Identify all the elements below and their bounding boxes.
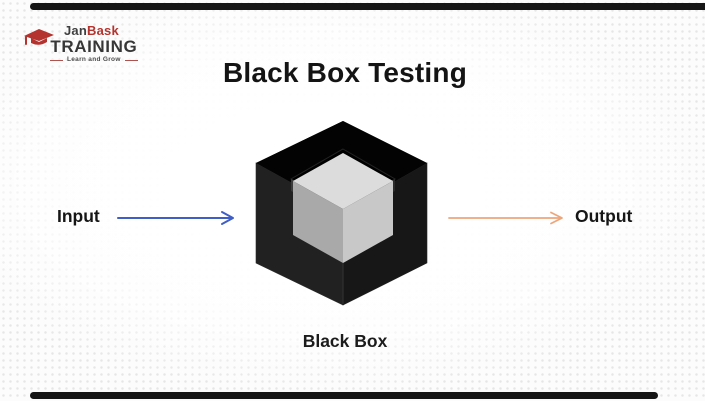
logo-brand-name: JanBask bbox=[64, 23, 119, 38]
graduation-cap-icon bbox=[22, 27, 56, 54]
logo-text: JanBask TRAINING Learn and Grow bbox=[50, 24, 138, 64]
tagline-right-dash bbox=[124, 59, 138, 61]
bottom-accent-bar bbox=[30, 392, 658, 399]
top-accent-bar bbox=[30, 3, 705, 10]
tagline-left-dash bbox=[50, 59, 63, 61]
cube-right-face bbox=[343, 181, 393, 263]
output-label: Output bbox=[575, 206, 633, 226]
janbask-logo: JanBask TRAINING Learn and Grow bbox=[22, 24, 138, 64]
black-box-caption: Black Box bbox=[302, 331, 388, 351]
page-title: Black Box Testing bbox=[222, 57, 468, 88]
input-label: Input bbox=[57, 206, 100, 226]
output-arrow-icon bbox=[447, 210, 567, 231]
logo-tagline: Learn and Grow bbox=[50, 56, 138, 64]
input-arrow-icon bbox=[116, 210, 238, 231]
logo-training-word: TRAINING bbox=[50, 37, 138, 56]
black-box-illustration bbox=[253, 116, 437, 315]
cube-left-face bbox=[293, 181, 343, 263]
